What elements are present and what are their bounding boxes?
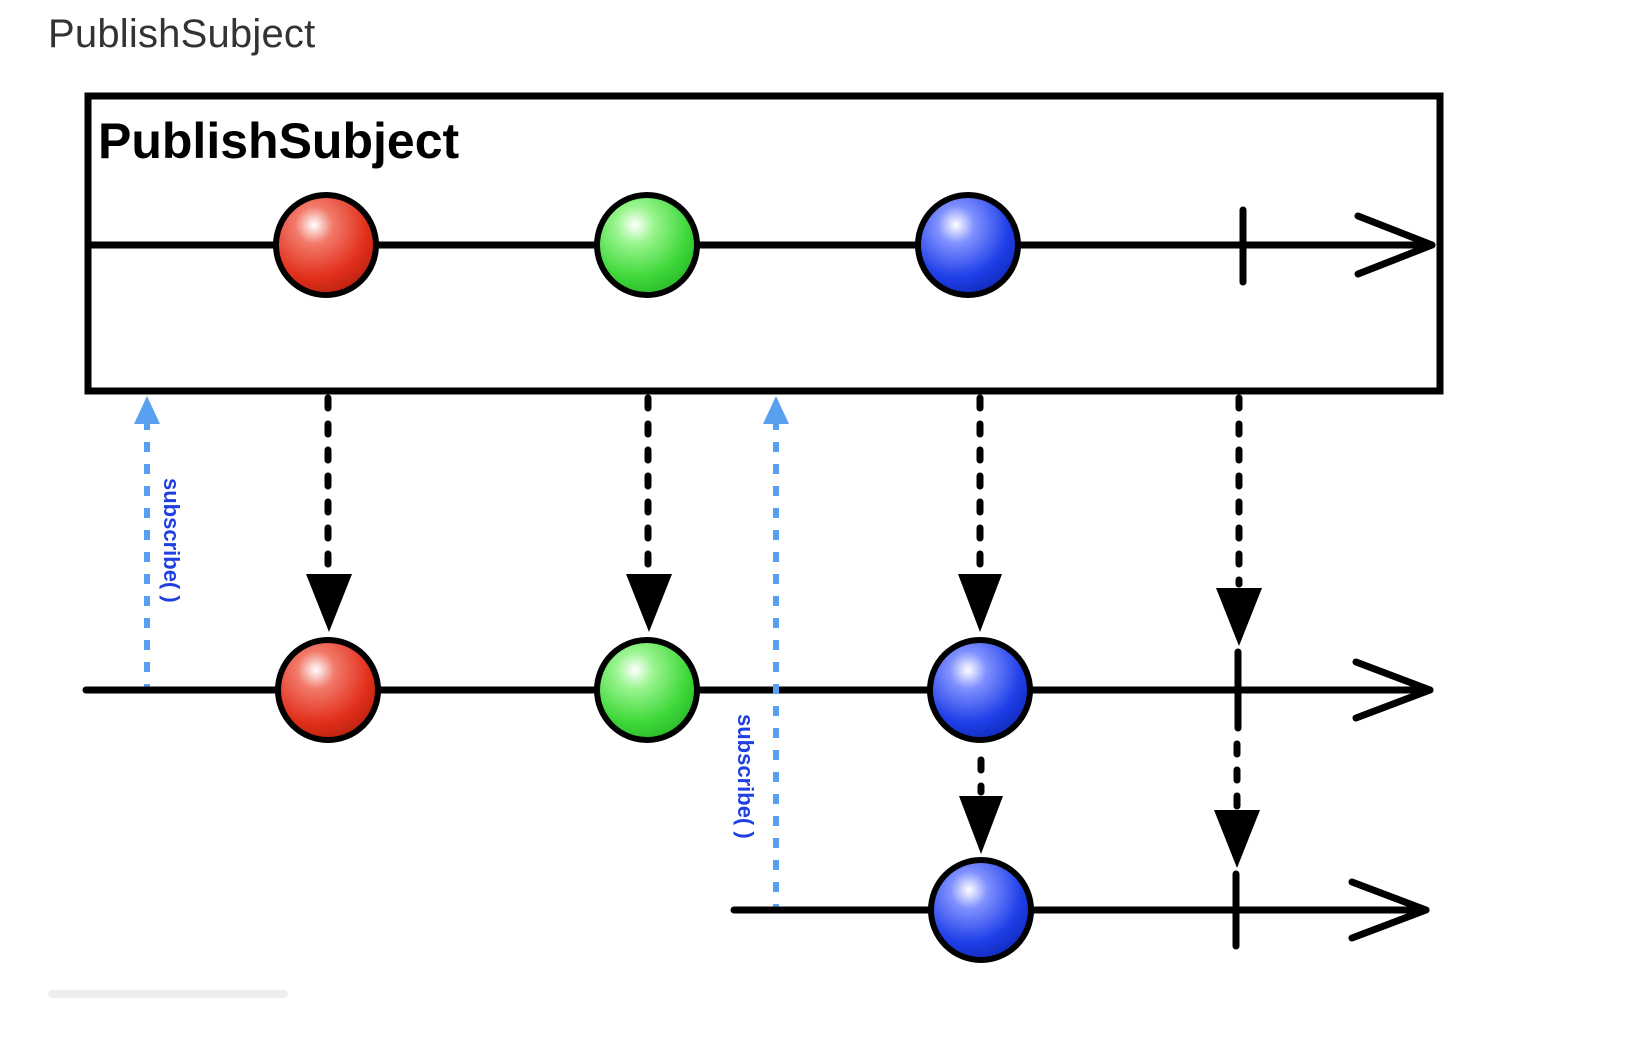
emit-arrowhead-complete-2	[1214, 810, 1260, 868]
bottom-divider	[48, 990, 288, 998]
subscriber-2-timeline-arrowhead	[1348, 878, 1430, 942]
subscribe-label-1: subscribe( )	[159, 478, 184, 603]
page-title: PublishSubject	[48, 12, 316, 56]
subscribe-arrowhead-1	[134, 396, 160, 424]
source-marble-red	[273, 192, 379, 298]
source-marble-blue	[915, 192, 1021, 298]
subscriber-2-marble-blue	[928, 857, 1034, 963]
emit-arrowhead-green	[626, 574, 672, 632]
subscriber-1-marble-green	[594, 637, 700, 743]
subscribe-arrowhead-2	[763, 396, 789, 424]
emit-arrowhead-complete	[1216, 588, 1262, 646]
source-timeline-arrowhead	[1354, 212, 1436, 278]
subscriber-1-marble-blue	[927, 637, 1033, 743]
subject-box-title: PublishSubject	[98, 113, 460, 169]
subscribe-label-2: subscribe( )	[733, 714, 758, 839]
emit-arrowhead-blue-2	[959, 796, 1003, 854]
subscriber-1-timeline-arrowhead	[1352, 658, 1434, 722]
source-marble-green	[594, 192, 700, 298]
emit-arrowhead-blue	[958, 574, 1002, 632]
subscriber-1-marble-red	[275, 637, 381, 743]
emit-arrowhead-red	[306, 574, 352, 632]
